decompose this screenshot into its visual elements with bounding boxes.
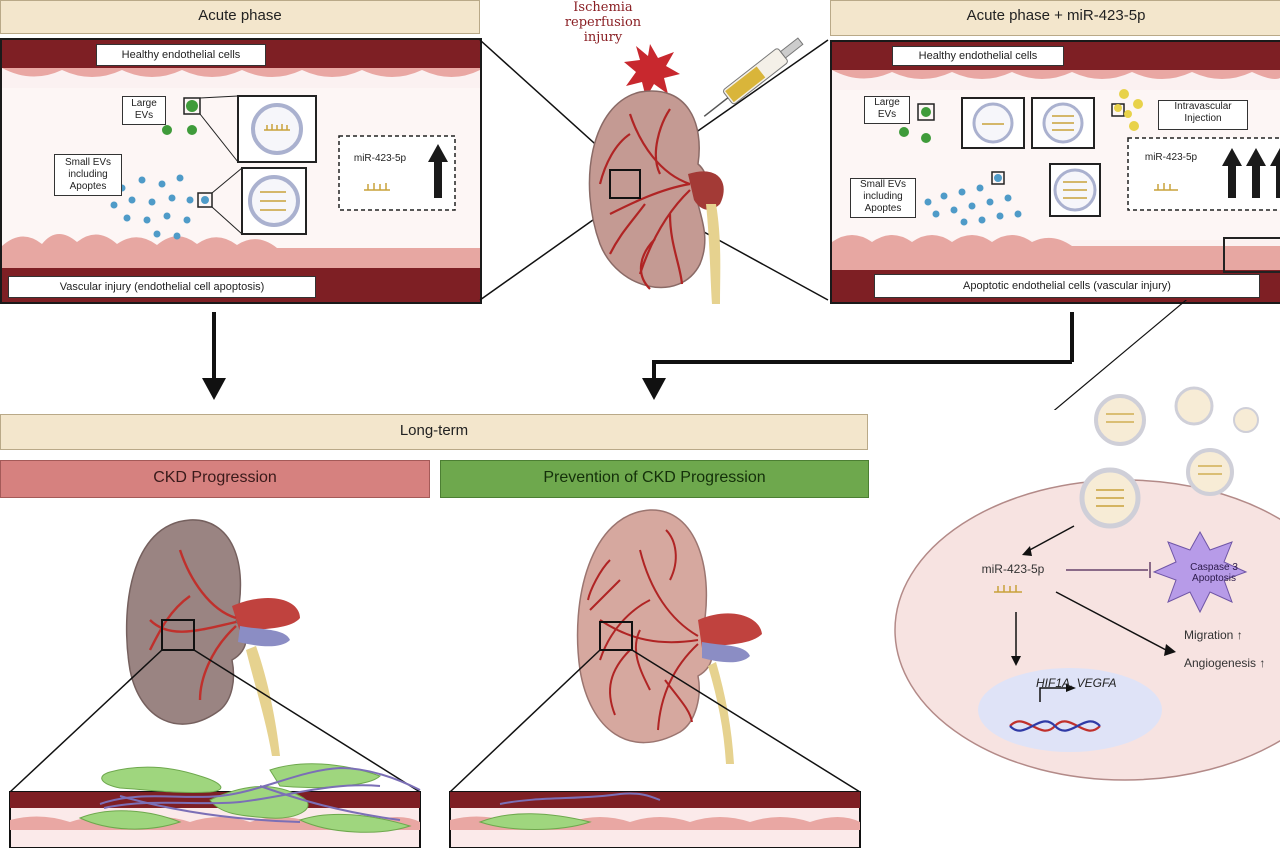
prevention-kidney (449, 509, 861, 848)
angiogenesis-label: Angiogenesis ↑ (1184, 656, 1266, 670)
collagen-fibers (99, 766, 421, 823)
up-arrow (1222, 148, 1242, 198)
flow-arrows (202, 300, 1188, 410)
apoptotic-endothelium (2, 233, 480, 268)
ischemia-label: Ischemia reperfusion injury (564, 0, 642, 45)
genes-label: HIF1A, VEGFA (1036, 676, 1117, 690)
endothelium-top (2, 68, 480, 77)
large-ev (187, 125, 197, 135)
acute-phase-panel: Healthy endothelial cells Large EVs Smal… (0, 38, 482, 304)
acute-phase-title: Acute phase (0, 0, 480, 34)
arrow-down-icon (642, 378, 666, 400)
prevention-label: Prevention of CKD Progression (440, 460, 869, 498)
injury-burst-icon (624, 44, 680, 98)
mirna-icon (994, 585, 1022, 593)
vascular-injury-label: Vascular injury (endothelial cell apopto… (8, 276, 316, 298)
apoptosis-label: Caspase 3 Apoptosis (1190, 562, 1238, 584)
mir-label: miR-423-5p (981, 562, 1045, 576)
cell-detail (894, 386, 1280, 781)
small-evs-label: Small EVs including Apoptes (850, 178, 916, 218)
kidney-vessels (598, 108, 691, 290)
up-arrow (1270, 148, 1280, 198)
injected-evs (1114, 89, 1143, 131)
acute-phase-mir-illustration (832, 42, 1280, 302)
fibroblasts (78, 763, 412, 833)
injection-label: Intravascular Injection (1158, 100, 1248, 130)
large-ev (162, 125, 172, 135)
large-evs-label: Large EVs (122, 96, 166, 125)
apoptosis-burst-icon (1152, 530, 1248, 614)
up-arrow (428, 144, 448, 198)
apoptotic-label: Apoptotic endothelial cells (vascular in… (874, 274, 1260, 298)
center-kidney (588, 37, 804, 304)
mir-label: miR-423-5p (353, 153, 407, 164)
migration-label: Migration ↑ (1184, 628, 1243, 642)
nucleus (978, 668, 1162, 752)
acute-phase-mir-panel: Healthy endothelial cells Large EVs Intr… (830, 40, 1280, 304)
dna-icon (1009, 720, 1101, 732)
acute-phase-mir-title: Acute phase + miR-423-5p (830, 0, 1280, 36)
small-evs-label: Small EVs including Apoptes (54, 154, 122, 196)
mir-label: miR-423-5p (1144, 152, 1198, 163)
extracellular-evs (1079, 386, 1259, 529)
syringe-icon (703, 37, 804, 117)
healthy-cells-label: Healthy endothelial cells (892, 46, 1064, 66)
ckd-progression-label: CKD Progression (0, 460, 430, 498)
up-arrow (1246, 148, 1266, 198)
arrow-down-icon (202, 378, 226, 400)
large-evs-label: Large EVs (864, 96, 910, 124)
healthy-cells-label: Healthy endothelial cells (96, 44, 266, 66)
long-term-title: Long-term (0, 414, 868, 450)
large-ev (186, 100, 198, 112)
ckd-kidney (9, 519, 421, 848)
small-evs (924, 174, 1022, 226)
acute-phase-illustration (2, 40, 480, 302)
